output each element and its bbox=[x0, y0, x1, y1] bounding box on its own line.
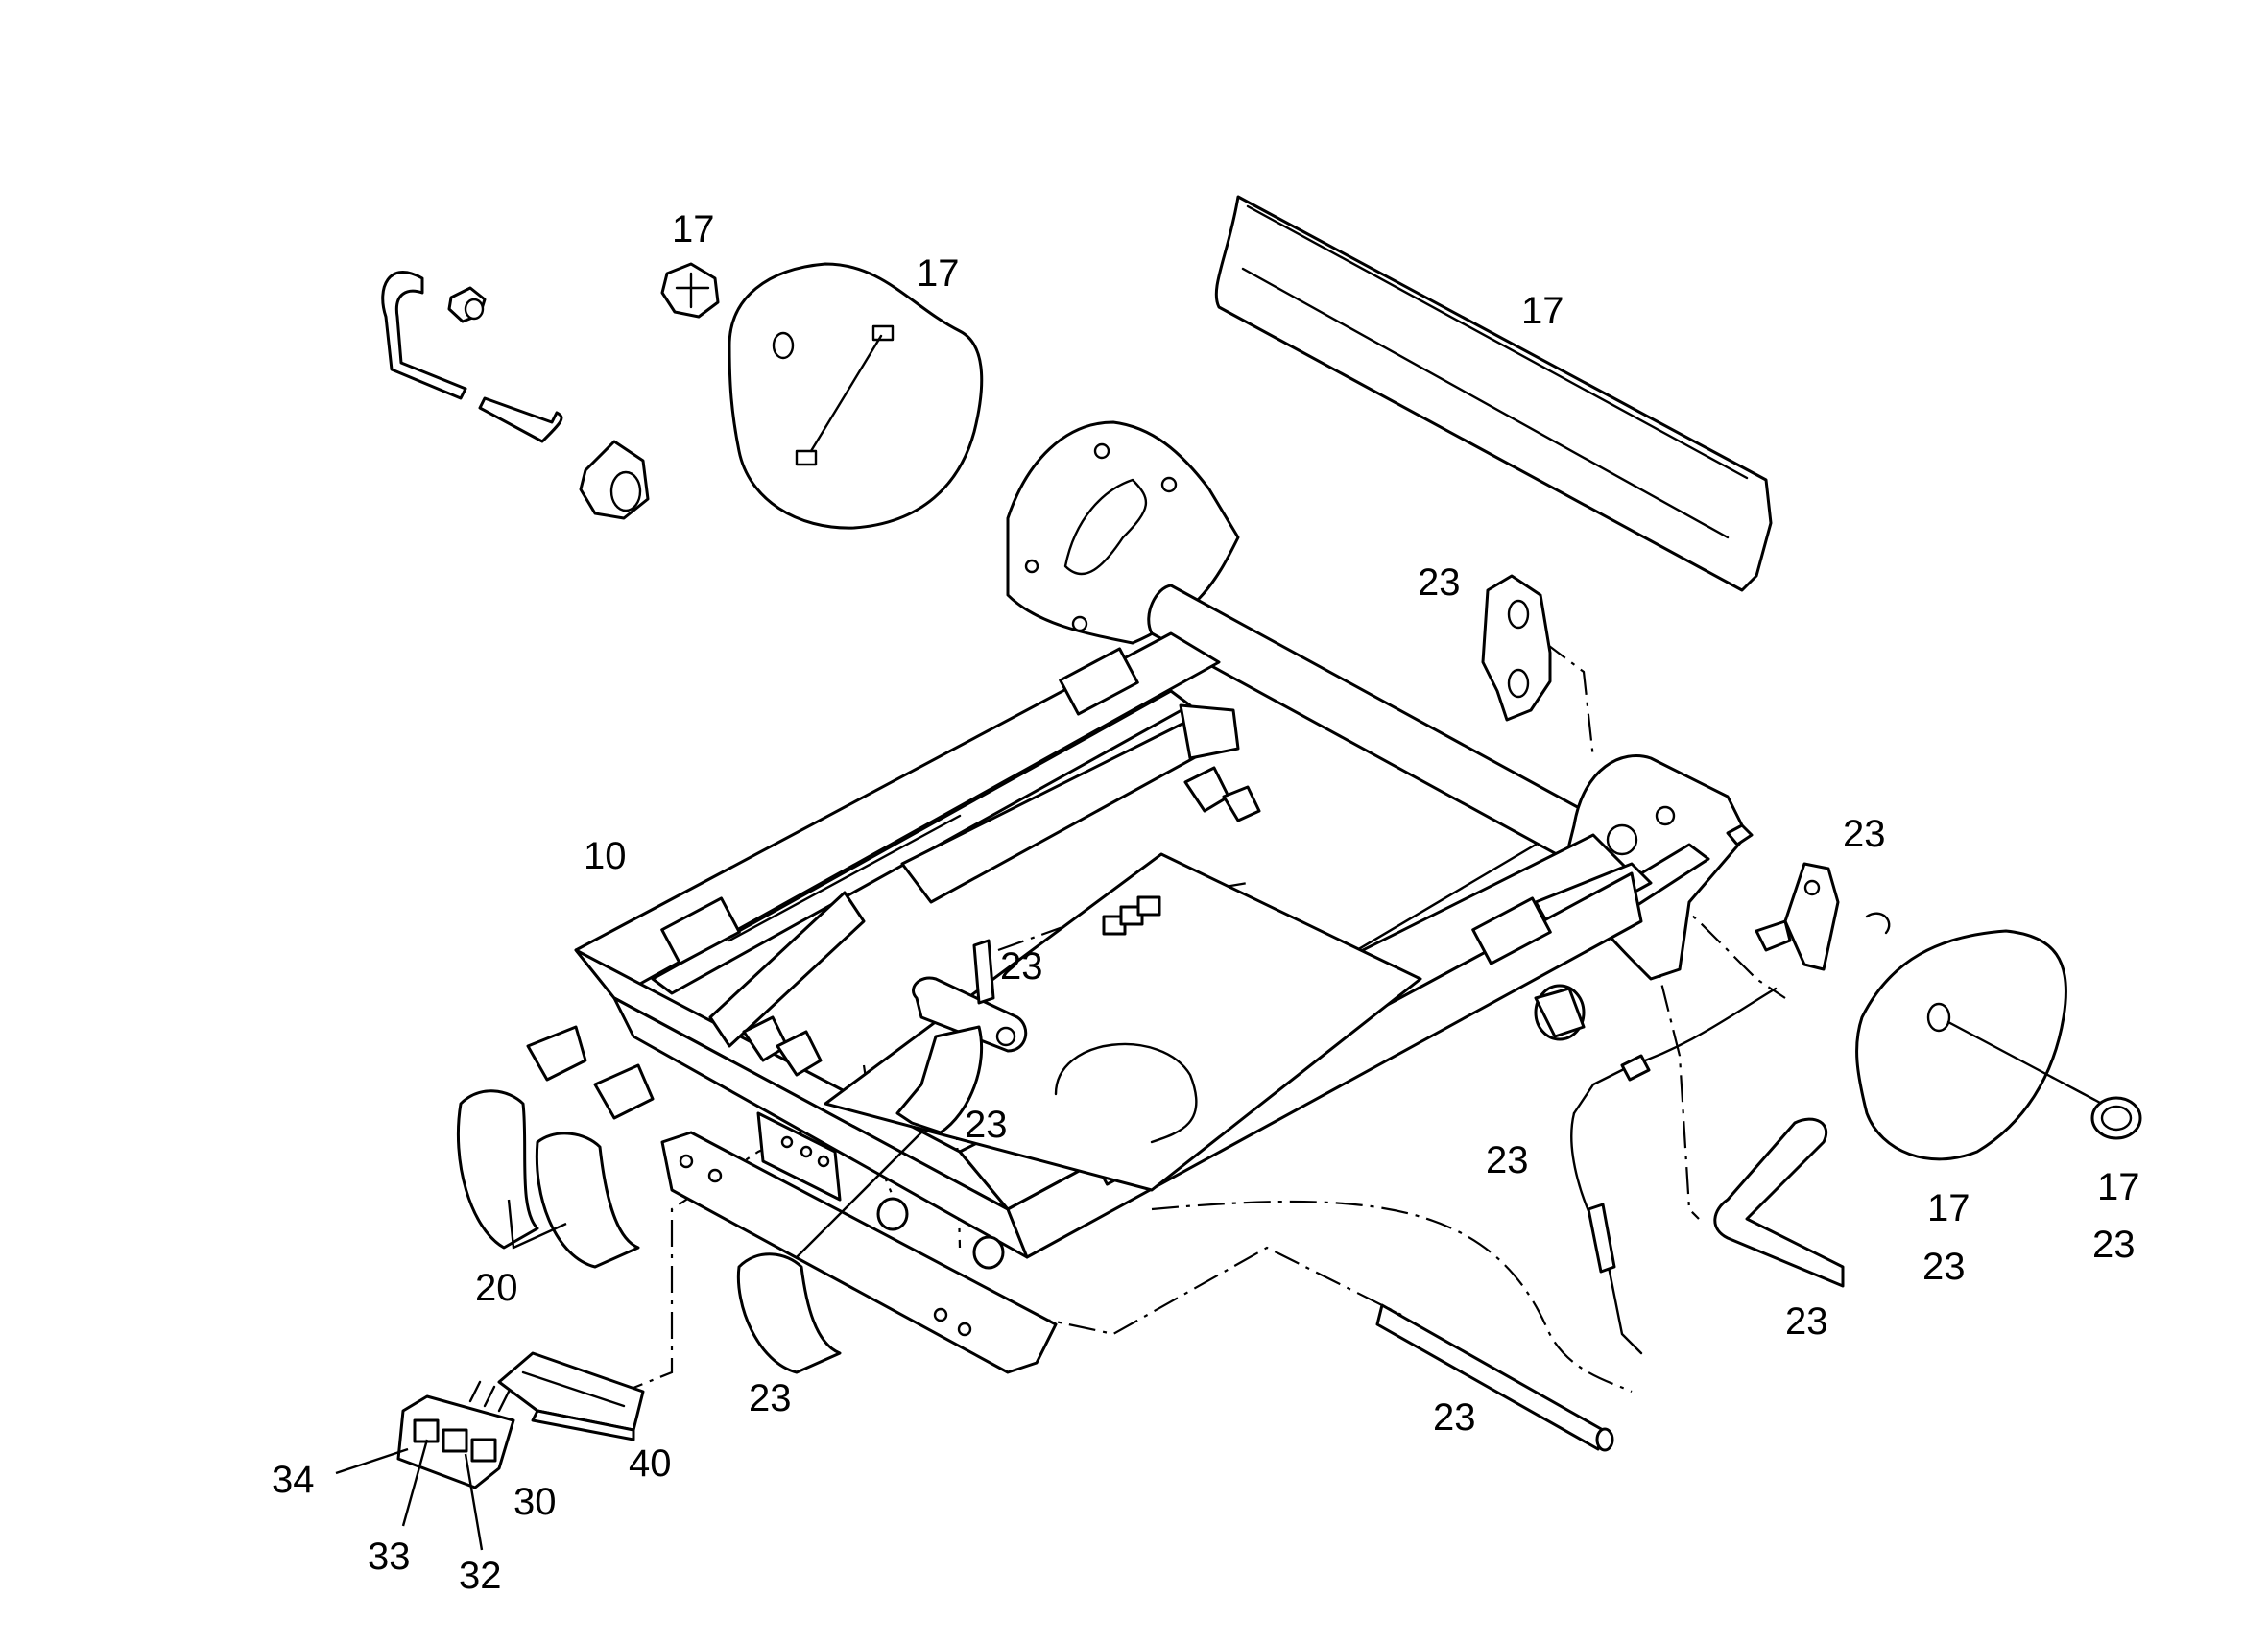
bolts bbox=[742, 766, 1261, 1077]
switch-bezel bbox=[497, 1351, 645, 1441]
callout-23-knob: 23 bbox=[749, 1377, 792, 1419]
callout-40-bezel: 40 bbox=[629, 1442, 672, 1485]
roller-bushes bbox=[876, 984, 1586, 1270]
pivot-bracket bbox=[895, 976, 1028, 1134]
callout-23-upper-plate: 23 bbox=[1418, 561, 1461, 604]
pin bbox=[972, 939, 995, 1005]
callout-17-cap: 17 bbox=[2097, 1166, 2140, 1208]
callout-32-switch: 32 bbox=[459, 1555, 502, 1597]
callout-23-bracket: 23 bbox=[965, 1104, 1008, 1146]
front-slide-rail bbox=[660, 1131, 1058, 1374]
release-cable bbox=[1570, 987, 1778, 1355]
seat-pan bbox=[824, 852, 1422, 1192]
callout-30-switch: 30 bbox=[513, 1481, 557, 1523]
cover-cap bbox=[2090, 1096, 2142, 1140]
callout-10-frame: 10 bbox=[584, 835, 627, 877]
recliner-lever bbox=[1755, 862, 1891, 971]
handle-rod bbox=[1375, 1303, 1614, 1452]
callouts: 17 17 17 23 10 23 23 23 23 17 23 17 23 2… bbox=[272, 208, 2140, 1597]
callout-17-cover-left: 17 bbox=[917, 252, 960, 295]
vent-hose bbox=[381, 271, 563, 443]
push-fastener bbox=[447, 286, 487, 323]
callout-33-switch: 33 bbox=[368, 1536, 411, 1578]
side-cover-right bbox=[1855, 929, 2104, 1161]
callout-23-cover-right: 23 bbox=[1922, 1246, 1966, 1288]
handle-bar bbox=[1713, 1117, 1845, 1288]
switch-bracket bbox=[756, 1111, 842, 1202]
callout-20-knobs: 20 bbox=[475, 1267, 518, 1309]
callout-17-cover-right: 17 bbox=[1927, 1187, 1970, 1229]
callout-23-cap: 23 bbox=[2092, 1224, 2136, 1266]
callout-23-pin: 23 bbox=[1000, 945, 1043, 988]
control-knobs bbox=[457, 1089, 842, 1374]
small-clip bbox=[660, 262, 720, 319]
backrest-hinge-plate bbox=[1006, 420, 1240, 645]
hose-clip bbox=[579, 440, 650, 520]
cross-tube bbox=[1147, 584, 1595, 866]
callout-23-rod: 23 bbox=[1433, 1396, 1476, 1439]
side-cover-left bbox=[728, 262, 984, 530]
callout-17-trim-bar: 17 bbox=[1521, 290, 1564, 332]
trim-bar bbox=[1214, 195, 1773, 592]
switch-block bbox=[396, 1380, 515, 1489]
callout-17-clip: 17 bbox=[672, 208, 715, 250]
upper-mounting-plate bbox=[1481, 574, 1552, 722]
front-feet bbox=[526, 1025, 655, 1120]
callout-23-cable: 23 bbox=[1486, 1139, 1529, 1181]
callout-23-right-lever: 23 bbox=[1843, 813, 1886, 855]
callout-34-switch: 34 bbox=[272, 1459, 315, 1501]
callout-23-handle-bar: 23 bbox=[1785, 1300, 1828, 1343]
leader-lines bbox=[335, 1132, 922, 1551]
adjuster-arms bbox=[708, 703, 1240, 1048]
